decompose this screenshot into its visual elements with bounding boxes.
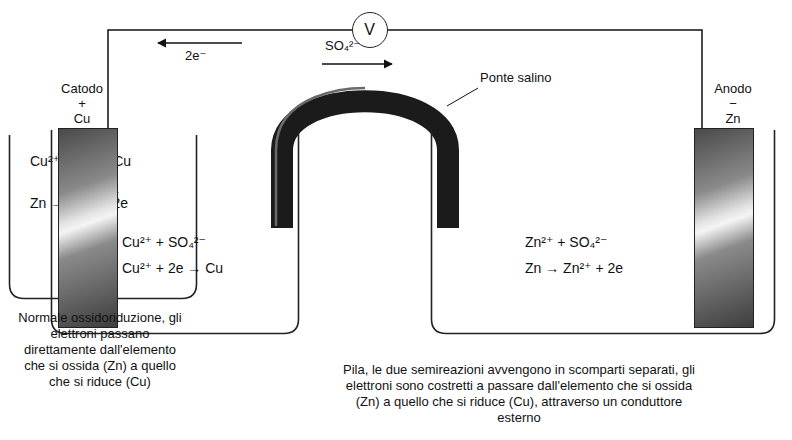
electrode-label: Cu: [59, 111, 105, 127]
electrode-label: Zn: [711, 111, 755, 127]
electrode: Anodo−Zn: [694, 128, 754, 328]
leader-line: [447, 88, 478, 106]
electrode-label: +: [59, 96, 105, 112]
figure-caption: Pila, le due semireazioni avvengono in s…: [335, 362, 703, 426]
reaction-text: Zn → Zn²⁺ + 2e: [525, 260, 623, 277]
figure-caption: Normale ossidoriduzione, gli elettroni p…: [16, 310, 184, 390]
reaction-text: Zn²⁺ + SO₄²⁻: [525, 234, 607, 251]
electron-label: 2e⁻: [185, 48, 206, 64]
electrode-label: −: [711, 96, 755, 112]
reaction-text: Cu²⁺ + SO₄²⁻: [122, 234, 206, 251]
electron-flow-arrow: [158, 42, 242, 43]
salt-bridge-shine: [276, 88, 365, 226]
electrode-label: Catodo: [59, 81, 105, 97]
meter-symbol: V: [364, 20, 375, 39]
ion-flow-arrow: [322, 63, 392, 64]
salt-bridge: [282, 101, 448, 228]
electrode: Catodo+Cu: [58, 128, 118, 328]
electrode-label: Anodo: [711, 81, 755, 97]
wire: [108, 30, 352, 128]
reaction-text: Cu²⁺ + 2e → Cu: [122, 260, 223, 277]
part-name: Ponte salino: [480, 70, 552, 86]
wire: [388, 30, 702, 128]
ion-label: SO₄²⁻: [325, 38, 360, 54]
